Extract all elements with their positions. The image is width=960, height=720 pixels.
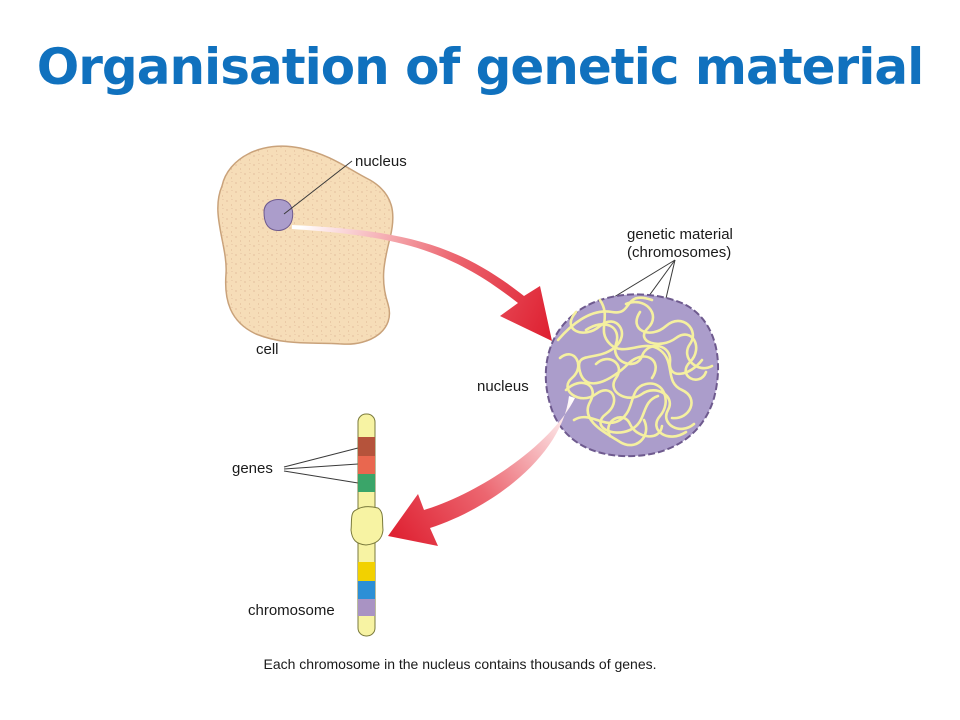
arrow-nucleus-to-chromosome (388, 396, 575, 546)
label-genetic-material: genetic material (627, 226, 733, 243)
arrow-cell-to-nucleus (292, 225, 552, 341)
genes-leader-2 (283, 463, 359, 470)
gene-band-1 (358, 437, 375, 456)
chromosome (350, 413, 384, 637)
chromosome-band-blue (358, 581, 375, 599)
chromatin-threads (556, 296, 714, 447)
gene-band-3 (358, 474, 375, 492)
gene-band-2 (358, 456, 375, 474)
chromosome-band-yellow (358, 562, 375, 581)
label-nucleus-enlarged: nucleus (477, 378, 529, 395)
label-nucleus-cell: nucleus (355, 153, 407, 170)
slide-title: Organisation of genetic material (36, 38, 924, 96)
label-chromosome: chromosome (248, 602, 335, 619)
label-genes: genes (232, 460, 273, 477)
genes-leader-3 (283, 470, 359, 484)
centromere (350, 506, 384, 546)
caption: Each chromosome in the nucleus contains … (263, 656, 657, 672)
enlarged-nucleus (544, 293, 720, 458)
label-cell: cell (256, 341, 279, 358)
label-chromosomes: (chromosomes) (627, 244, 731, 261)
chromosome-band-purple (358, 599, 375, 616)
cell (217, 145, 394, 345)
genes-leader-1 (283, 447, 359, 468)
cell-nucleus (263, 199, 294, 231)
nucleus-leader (283, 160, 353, 215)
